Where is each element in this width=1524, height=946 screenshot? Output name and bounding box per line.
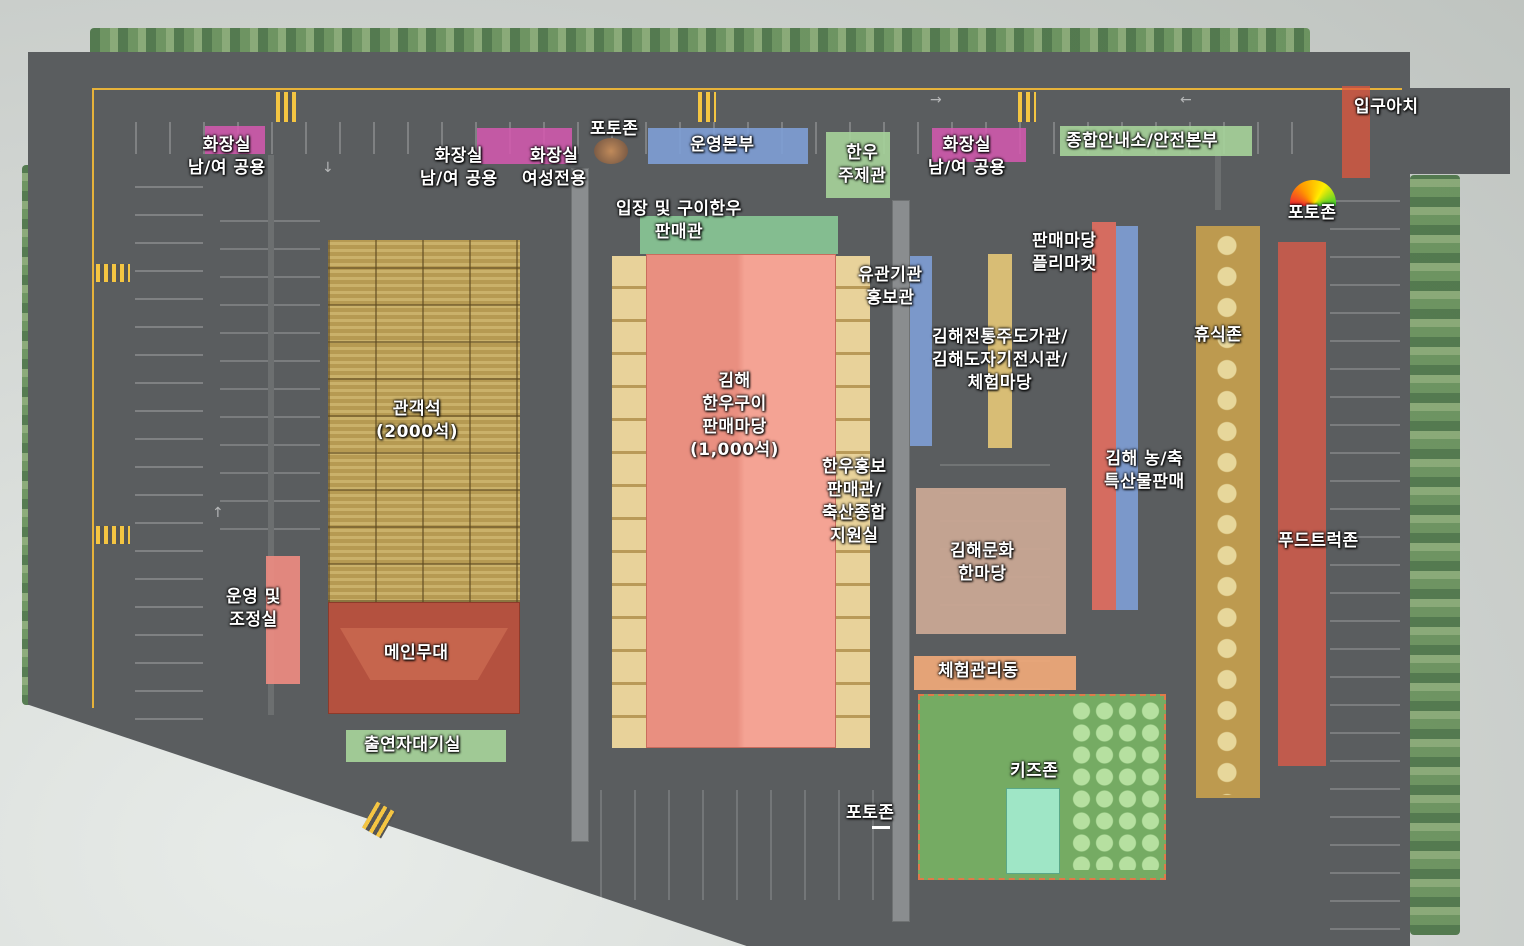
kids-zone-trees (1070, 700, 1162, 870)
entry-grill-hall-label: 입장 및 구이한우 판매관 (616, 199, 742, 242)
photo-zone-right-label: 포토존 (1288, 203, 1337, 223)
road-arrow-icon: ↑ (212, 505, 224, 521)
parking-stalls-left-a (135, 160, 203, 720)
road-arrow-icon: ↓ (322, 160, 334, 176)
liquor-ceramics-zone[interactable] (988, 254, 1012, 448)
crosswalk (96, 264, 130, 282)
kids-zone-pool (1006, 788, 1060, 874)
parking-stalls-bottom (600, 790, 880, 900)
road-arrow-icon: → (930, 92, 942, 108)
rest-zone-label: 휴식존 (1194, 325, 1243, 345)
tree-line-right (1410, 175, 1460, 935)
restroom-left-label: 화장실 남/여 공용 (188, 135, 266, 178)
crosswalk (1018, 92, 1036, 122)
entrance-arch-label: 입구아치 (1354, 97, 1419, 117)
promo-hall-org-label: 유관기관 홍보관 (858, 265, 923, 308)
restroom-mid-zone[interactable] (477, 128, 572, 164)
entrance-arch-zone[interactable] (1342, 86, 1370, 178)
grill-market-zone[interactable] (646, 254, 836, 748)
main-stage-label: 메인무대 (384, 643, 449, 663)
restroom-right-label: 화장실 남/여 공용 (928, 135, 1006, 178)
flea-market-blue-zone[interactable] (1116, 226, 1138, 610)
experience-mgmt-zone[interactable] (914, 656, 1076, 690)
culture-yard-label: 김해문화 한마당 (950, 541, 1015, 584)
performer-waiting-zone[interactable] (346, 730, 506, 762)
entry-grill-hall-zone[interactable] (640, 216, 838, 254)
curb-line (92, 88, 1402, 90)
curb-line-left (92, 88, 94, 708)
performer-waiting-label: 출연자대기실 (364, 735, 461, 755)
info-safety-hq-zone[interactable] (1060, 126, 1252, 156)
food-truck-zone[interactable] (1278, 242, 1326, 766)
operations-hq-zone[interactable] (648, 128, 808, 164)
kids-zone-label: 키즈존 (1010, 761, 1059, 781)
median-right (1215, 150, 1221, 210)
food-truck-zone-label: 푸드트럭존 (1278, 531, 1359, 551)
road-arrow-icon: ← (1180, 92, 1192, 108)
operations-hq-label: 운영본부 (690, 135, 755, 155)
hanwoo-promo-label: 한우홍보 판매관/ 축산종합 지원실 (822, 457, 887, 546)
ops-control-zone[interactable] (266, 556, 300, 684)
agri-products-label: 김해 농/축 특산물판매 (1104, 449, 1185, 492)
parking-stalls-right (1330, 190, 1400, 930)
median-center (892, 200, 910, 922)
info-safety-hq-label: 종합안내소/안전본부 (1066, 131, 1218, 151)
restroom-mid-women-label: 화장실 여성전용 (522, 146, 587, 189)
flea-market-zone[interactable] (1092, 222, 1116, 610)
rest-zone-umbrellas (1196, 230, 1260, 795)
audience-seats-zone[interactable] (328, 240, 520, 602)
median-top-left (268, 155, 274, 715)
audience-seats-label: 관객석 (2000석) (376, 399, 458, 442)
photo-zone-top-label: 포토존 (590, 119, 639, 139)
grill-market-label: 김해 한우구이 판매마당 (1,000석) (690, 371, 779, 460)
grill-tent-row-left (612, 256, 646, 748)
hanwoo-theme-hall-label: 한우 주제관 (838, 143, 887, 186)
flea-market-label: 판매마당 플리마켓 (1032, 231, 1097, 274)
hanwoo-theme-hall-zone[interactable] (826, 132, 890, 198)
median-left (571, 168, 589, 842)
ops-control-label: 운영 및 조정실 (226, 587, 281, 630)
main-stage-platform (340, 628, 508, 680)
culture-yard-zone[interactable] (916, 488, 1066, 634)
restroom-left-zone[interactable] (205, 126, 265, 154)
photo-zone-decor (594, 138, 628, 164)
crosswalk (96, 526, 130, 544)
restroom-right-zone[interactable] (932, 128, 1026, 162)
promo-hall-org-zone[interactable] (910, 256, 932, 446)
liquor-ceramics-label: 김해전통주도가관/ 김해도자기전시관/ 체험마당 (932, 327, 1068, 393)
photo-zone-bottom-label: 포토존 (846, 803, 895, 823)
experience-mgmt-label: 체험관리동 (938, 661, 1019, 681)
grill-tent-row-right (836, 256, 870, 748)
restroom-mid-shared-label: 화장실 남/여 공용 (420, 146, 498, 189)
crosswalk (276, 92, 296, 122)
entrance-road (1300, 88, 1510, 174)
photo-zone-bottom-marker (872, 826, 890, 829)
crosswalk (698, 92, 716, 122)
